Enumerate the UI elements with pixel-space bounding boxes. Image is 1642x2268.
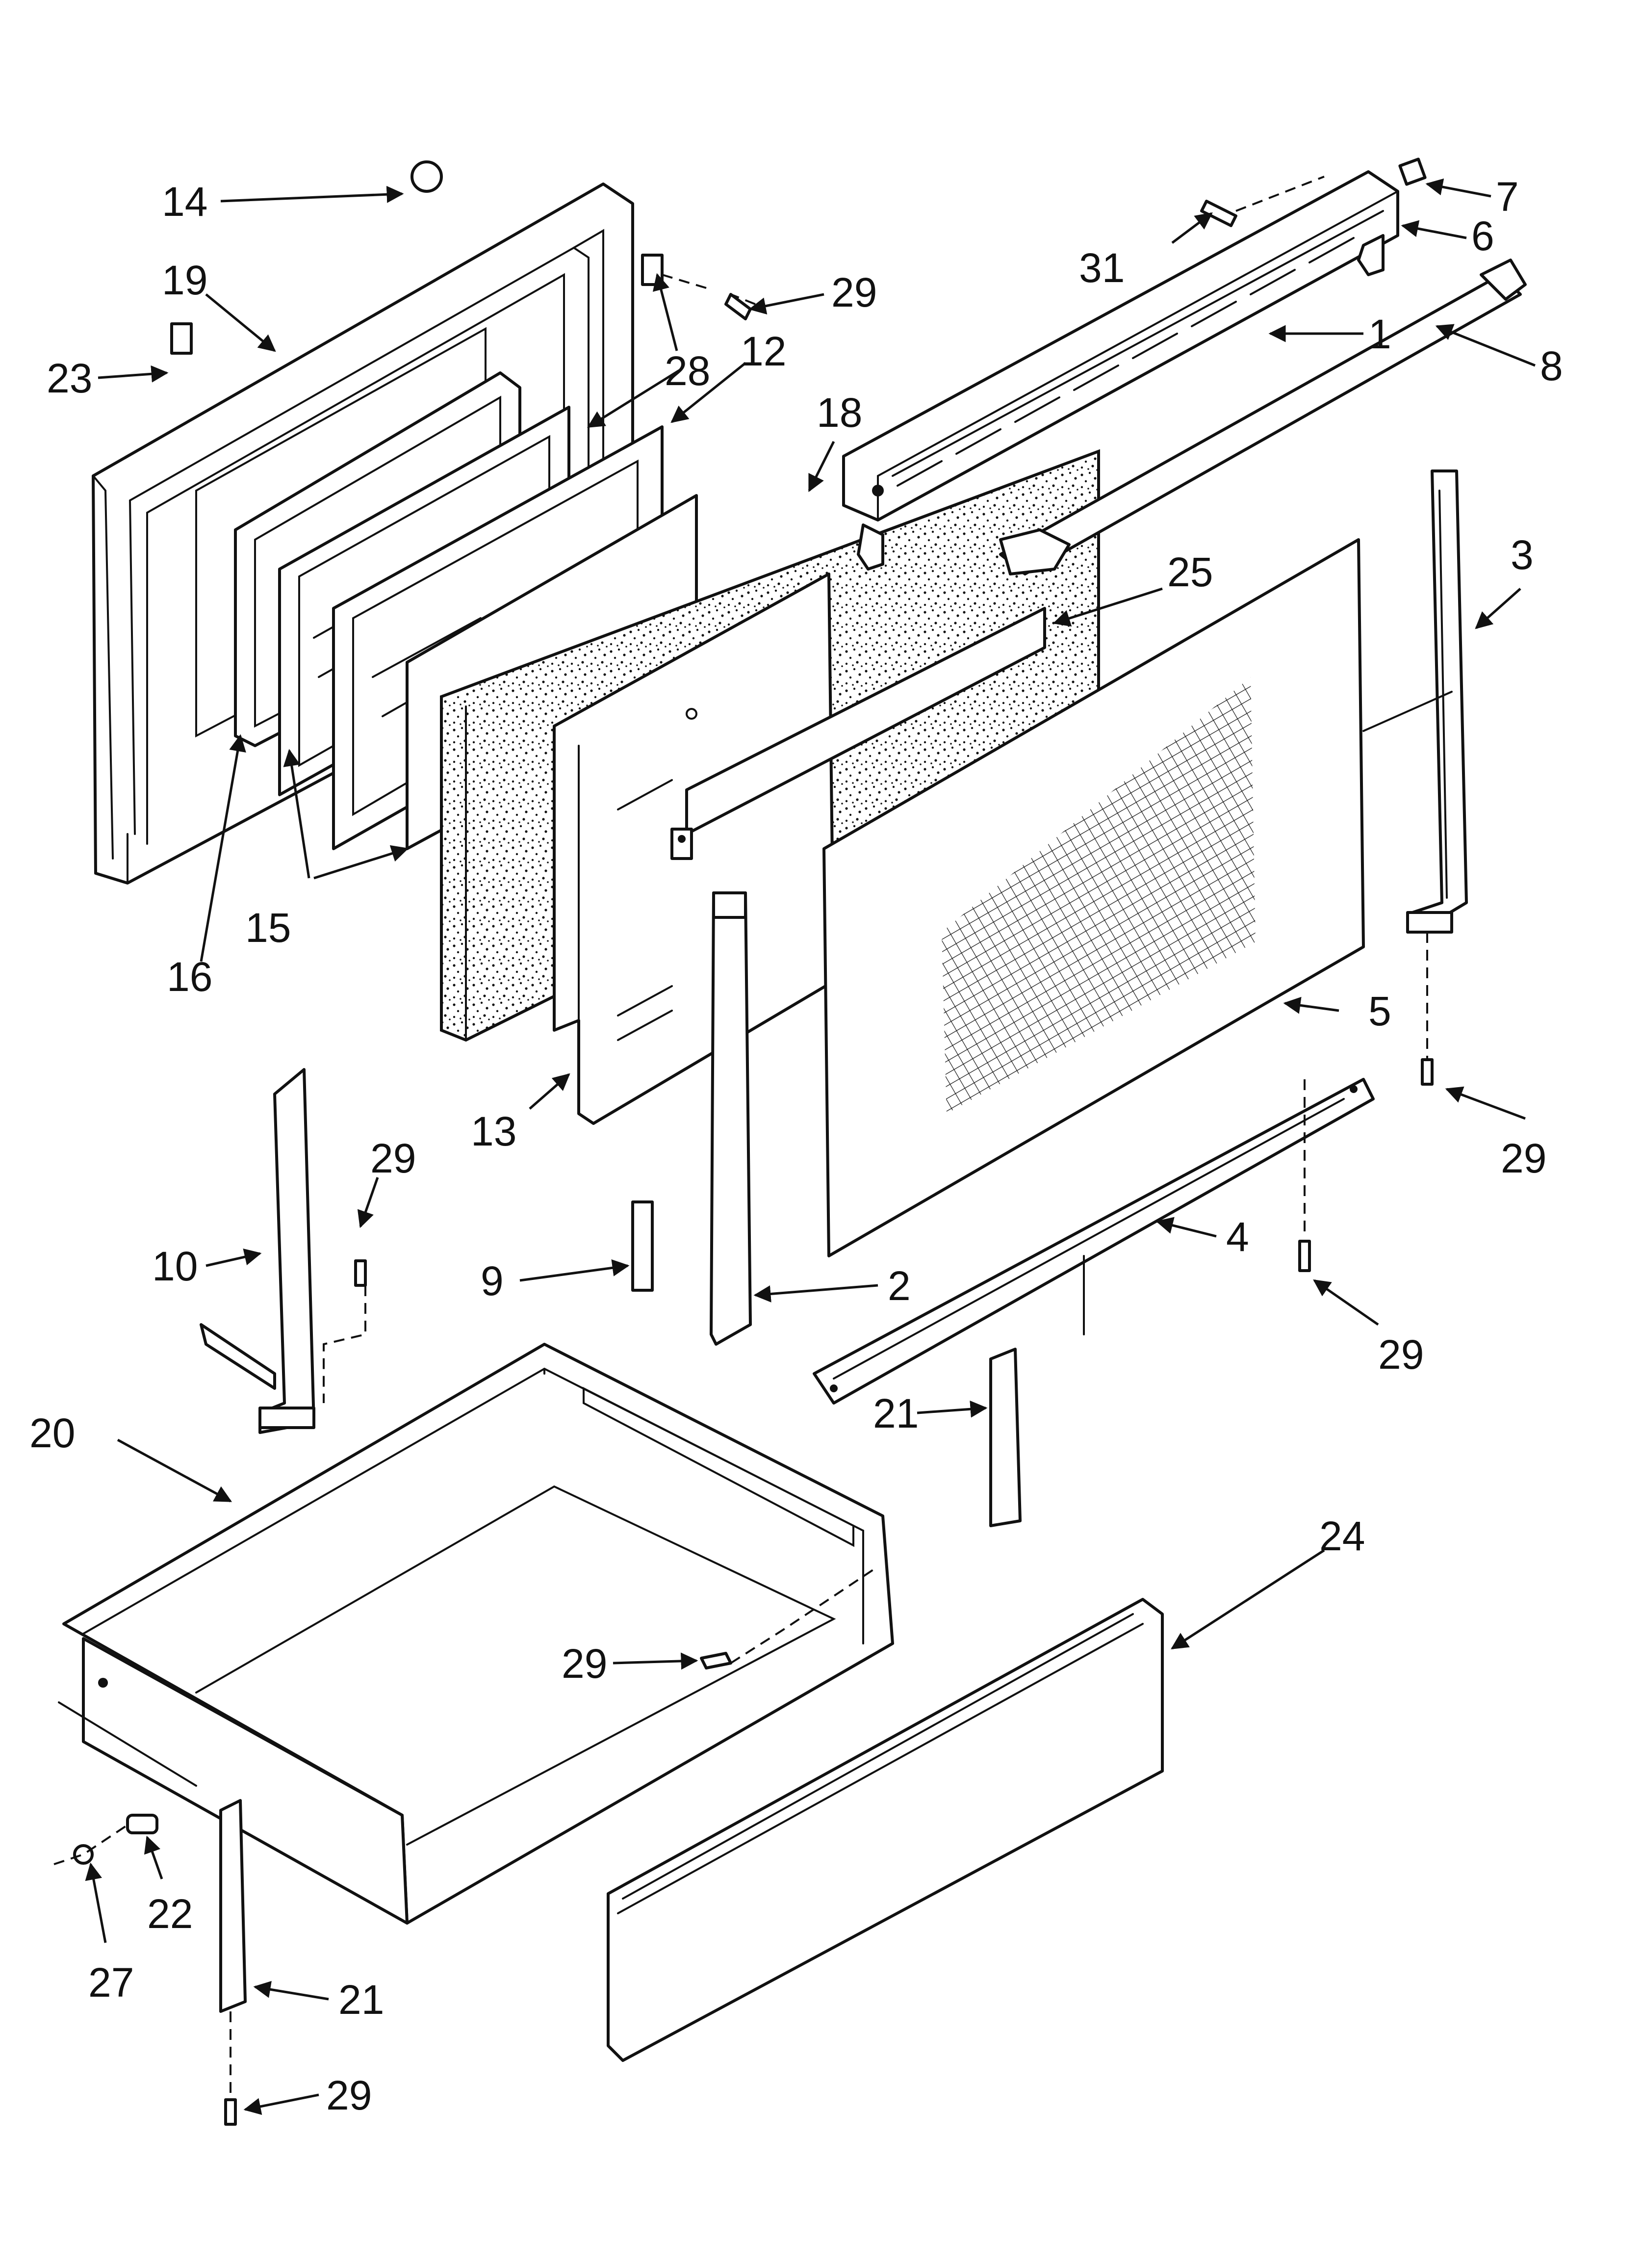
- drawer-roller: [126, 1814, 158, 1834]
- door-handle: [999, 259, 1527, 575]
- assembly-lines: [53, 176, 1453, 2100]
- callout-28: 28: [665, 348, 710, 394]
- door-front-glass-panel: [822, 538, 1365, 1257]
- callout-25: 25: [1167, 549, 1213, 595]
- inner-door-panel: [553, 573, 835, 1125]
- callout-13: 13: [471, 1108, 516, 1154]
- door-window-trim: [670, 607, 1046, 860]
- left-door-bracket: [200, 1068, 315, 1434]
- callout-9: 9: [481, 1258, 504, 1304]
- hardware-fasteners: [73, 157, 1434, 2126]
- screw-29-trim: [1421, 1058, 1434, 1086]
- callout-8: 8: [1540, 343, 1563, 389]
- callout-16: 16: [167, 954, 212, 1000]
- callout-1: 1: [1368, 311, 1391, 357]
- callout-leaders: [85, 178, 1536, 2115]
- callout-27: 27: [88, 1959, 134, 2006]
- callout-29-right: 29: [1501, 1135, 1546, 1181]
- callout-12: 12: [741, 328, 786, 374]
- callout-31: 31: [1079, 245, 1125, 291]
- callout-15: 15: [245, 905, 291, 951]
- filler-block: [631, 1200, 654, 1292]
- left-side-trim: [710, 891, 752, 1346]
- callout-2: 2: [888, 1263, 911, 1309]
- screw-29-slide: [224, 2098, 237, 2126]
- screw-29-bracket: [354, 1259, 367, 1287]
- callout-3: 3: [1511, 532, 1534, 578]
- right-side-trim: [1406, 469, 1468, 934]
- callout-20: 20: [29, 1410, 75, 1456]
- screw-31: [1200, 200, 1237, 227]
- drawer-slide-bracket-left: [219, 1799, 247, 2013]
- screw-29-top: [724, 293, 752, 320]
- callout-10: 10: [152, 1243, 198, 1289]
- callout-21-center: 21: [873, 1390, 919, 1436]
- callout-14: 14: [162, 179, 207, 225]
- callout-7: 7: [1496, 174, 1519, 220]
- clip: [1398, 157, 1427, 186]
- screw-29-bottom: [1298, 1240, 1311, 1272]
- callout-29-bottom: 29: [1378, 1331, 1424, 1378]
- storage-drawer-body: [62, 1343, 894, 1925]
- callout-29-drawer: 29: [562, 1641, 607, 1687]
- callout-23: 23: [47, 355, 92, 401]
- door-bumper: [410, 160, 443, 193]
- callout-19: 19: [162, 257, 207, 303]
- bottom-door-trim: [813, 1078, 1375, 1405]
- callout-29-top: 29: [831, 269, 877, 315]
- callout-5: 5: [1368, 988, 1391, 1034]
- callout-4: 4: [1226, 1214, 1249, 1260]
- drawer-front-panel: [607, 1598, 1164, 2062]
- control-panel-trim: [842, 170, 1399, 571]
- callout-21-left: 21: [338, 1977, 384, 2023]
- callout-labels: 14 19 23 28 29 12 18 31 7 6 1 8 25 3 5 1…: [29, 174, 1563, 2118]
- callout-18: 18: [817, 390, 862, 436]
- callout-29-slide: 29: [326, 2072, 372, 2118]
- washer: [73, 1844, 94, 1865]
- callout-22: 22: [147, 1891, 193, 1937]
- spring-clip: [170, 322, 193, 355]
- drawer-slide-bracket-right: [989, 1348, 1022, 1527]
- callout-29-bracket: 29: [370, 1135, 416, 1181]
- callout-6: 6: [1471, 213, 1494, 259]
- callout-24: 24: [1319, 1513, 1365, 1559]
